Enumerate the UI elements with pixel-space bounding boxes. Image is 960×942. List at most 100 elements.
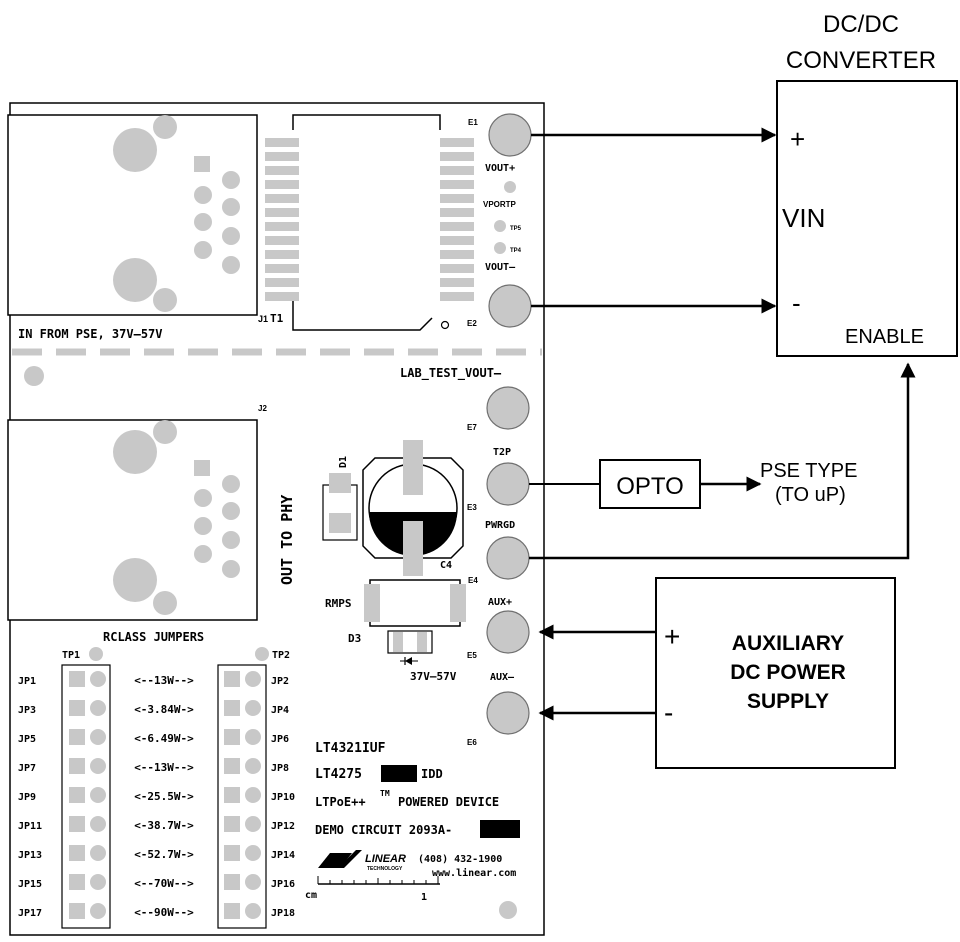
jumper-left-square-pad[interactable] [69, 903, 85, 919]
jumper-right-square-pad[interactable] [224, 845, 240, 861]
jumper-left-round-pad[interactable] [90, 874, 106, 890]
e6-label: E6 [467, 738, 477, 747]
tp1-testpoint[interactable] [89, 647, 103, 661]
tp5-testpoint[interactable] [494, 220, 506, 232]
jumper-left-label: JP1 [18, 676, 36, 687]
jumper-right-round-pad[interactable] [245, 671, 261, 687]
jumper-left-round-pad[interactable] [90, 787, 106, 803]
vout-minus-label: VOUT– [485, 262, 516, 273]
jumper-right-square-pad[interactable] [224, 816, 240, 832]
jumper-left-label: JP9 [18, 792, 36, 803]
j2-jack [7, 419, 258, 621]
e3-label: E3 [467, 503, 477, 512]
jumper-right-label: JP10 [271, 792, 295, 803]
jumper-row: JP7 <--13W--> JP8 [18, 758, 289, 774]
t1-label: T1 [270, 312, 284, 325]
jumper-left-round-pad[interactable] [90, 729, 106, 745]
dcdc-plus: + [790, 124, 805, 154]
rclass-title: RCLASS JUMPERS [103, 630, 204, 644]
dcdc-title-line1: DC/DC [823, 11, 899, 38]
aux-minus: - [664, 697, 673, 728]
jumper-power-label: <--13W--> [134, 761, 194, 774]
e5-label: E5 [467, 651, 477, 660]
logo-technology-text: TECHNOLOGY [367, 866, 403, 872]
e1-vout-plus-terminal[interactable] [488, 113, 532, 157]
jumper-right-label: JP16 [271, 879, 295, 890]
jumper-right-round-pad[interactable] [245, 787, 261, 803]
jumper-left-square-pad[interactable] [69, 700, 85, 716]
e4-label: E4 [468, 576, 478, 585]
jumper-left-label: JP7 [18, 763, 36, 774]
jumper-right-square-pad[interactable] [224, 874, 240, 890]
jumper-right-round-pad[interactable] [245, 903, 261, 919]
jumper-right-square-pad[interactable] [224, 671, 240, 687]
jumper-right-round-pad[interactable] [245, 816, 261, 832]
e5-aux-plus-terminal[interactable] [486, 610, 530, 654]
jumper-power-label: <-3.84W-> [134, 703, 194, 716]
tp1-label: TP1 [62, 650, 80, 661]
tp2-testpoint[interactable] [255, 647, 269, 661]
jumper-left-square-pad[interactable] [69, 671, 85, 687]
vportp-label: VPORTP [483, 200, 517, 209]
jumper-right-round-pad[interactable] [245, 845, 261, 861]
tp2-label: TP2 [272, 650, 290, 661]
t2p-label: T2P [493, 447, 511, 458]
aux-line2: DC POWER [730, 661, 846, 684]
jumper-right-square-pad[interactable] [224, 787, 240, 803]
d1-label: D1 [338, 456, 349, 468]
aux-line1: AUXILIARY [732, 632, 844, 655]
cm-ruler [317, 876, 440, 885]
e6-aux-minus-terminal[interactable] [486, 691, 530, 735]
jumper-left-square-pad[interactable] [69, 816, 85, 832]
jumper-right-square-pad[interactable] [224, 758, 240, 774]
e1-label: E1 [468, 118, 478, 127]
part-suffix-blank [381, 765, 417, 782]
pse-type-line2: (TO uP) [775, 484, 846, 506]
j2-label: J2 [258, 404, 267, 413]
jumper-right-square-pad[interactable] [224, 903, 240, 919]
aux-minus-label: AUX– [490, 672, 515, 683]
jumper-right-round-pad[interactable] [245, 758, 261, 774]
jumper-left-round-pad[interactable] [90, 671, 106, 687]
d3-diode [387, 630, 433, 665]
jumper-right-square-pad[interactable] [224, 729, 240, 745]
ruler-cm-label: cm [305, 890, 317, 901]
jumper-power-label: <--90W--> [134, 906, 194, 919]
e7-lab-test-terminal[interactable] [486, 386, 530, 430]
tp4-testpoint[interactable] [494, 242, 506, 254]
aux-supply-box [655, 577, 896, 769]
jumper-left-round-pad[interactable] [90, 903, 106, 919]
jumper-left-square-pad[interactable] [69, 874, 85, 890]
jumper-right-label: JP8 [271, 763, 289, 774]
jumper-left-square-pad[interactable] [69, 787, 85, 803]
e2-vout-minus-terminal[interactable] [488, 284, 532, 328]
jumper-right-round-pad[interactable] [245, 729, 261, 745]
dcdc-vin: VIN [782, 203, 825, 233]
jumper-right-square-pad[interactable] [224, 700, 240, 716]
in-from-pse-label: IN FROM PSE, 37V–57V [18, 327, 163, 341]
jumper-power-label: <-38.7W-> [134, 819, 194, 832]
jumper-left-square-pad[interactable] [69, 845, 85, 861]
jumper-right-round-pad[interactable] [245, 700, 261, 716]
jumper-row: JP5<-6.49W->JP6 [18, 729, 289, 745]
jumper-row: JP1<--13W-->JP2 [18, 671, 289, 687]
jumper-left-square-pad[interactable] [69, 758, 85, 774]
tp5-label: TP5 [510, 226, 522, 232]
jumper-left-round-pad[interactable] [90, 816, 106, 832]
jumper-left-round-pad[interactable] [90, 758, 106, 774]
d1-diode [322, 473, 358, 541]
jumper-left-round-pad[interactable] [90, 700, 106, 716]
e3-t2p-terminal[interactable] [486, 462, 530, 506]
jumper-right-label: JP12 [271, 821, 295, 832]
vportp-testpoint[interactable] [504, 181, 516, 193]
jumper-right-round-pad[interactable] [245, 874, 261, 890]
ltpoe-label: LTPoE++ [315, 795, 366, 809]
linear-logo: LINEAR TECHNOLOGY [318, 850, 406, 872]
jumper-row: JP17<--90W-->JP18 [18, 903, 295, 919]
demo-circuit-suffix-blank [480, 820, 520, 838]
jumper-left-square-pad[interactable] [69, 729, 85, 745]
jumper-array [61, 664, 267, 929]
e4-pwrgd-terminal[interactable] [486, 536, 530, 580]
jumper-left-round-pad[interactable] [90, 845, 106, 861]
